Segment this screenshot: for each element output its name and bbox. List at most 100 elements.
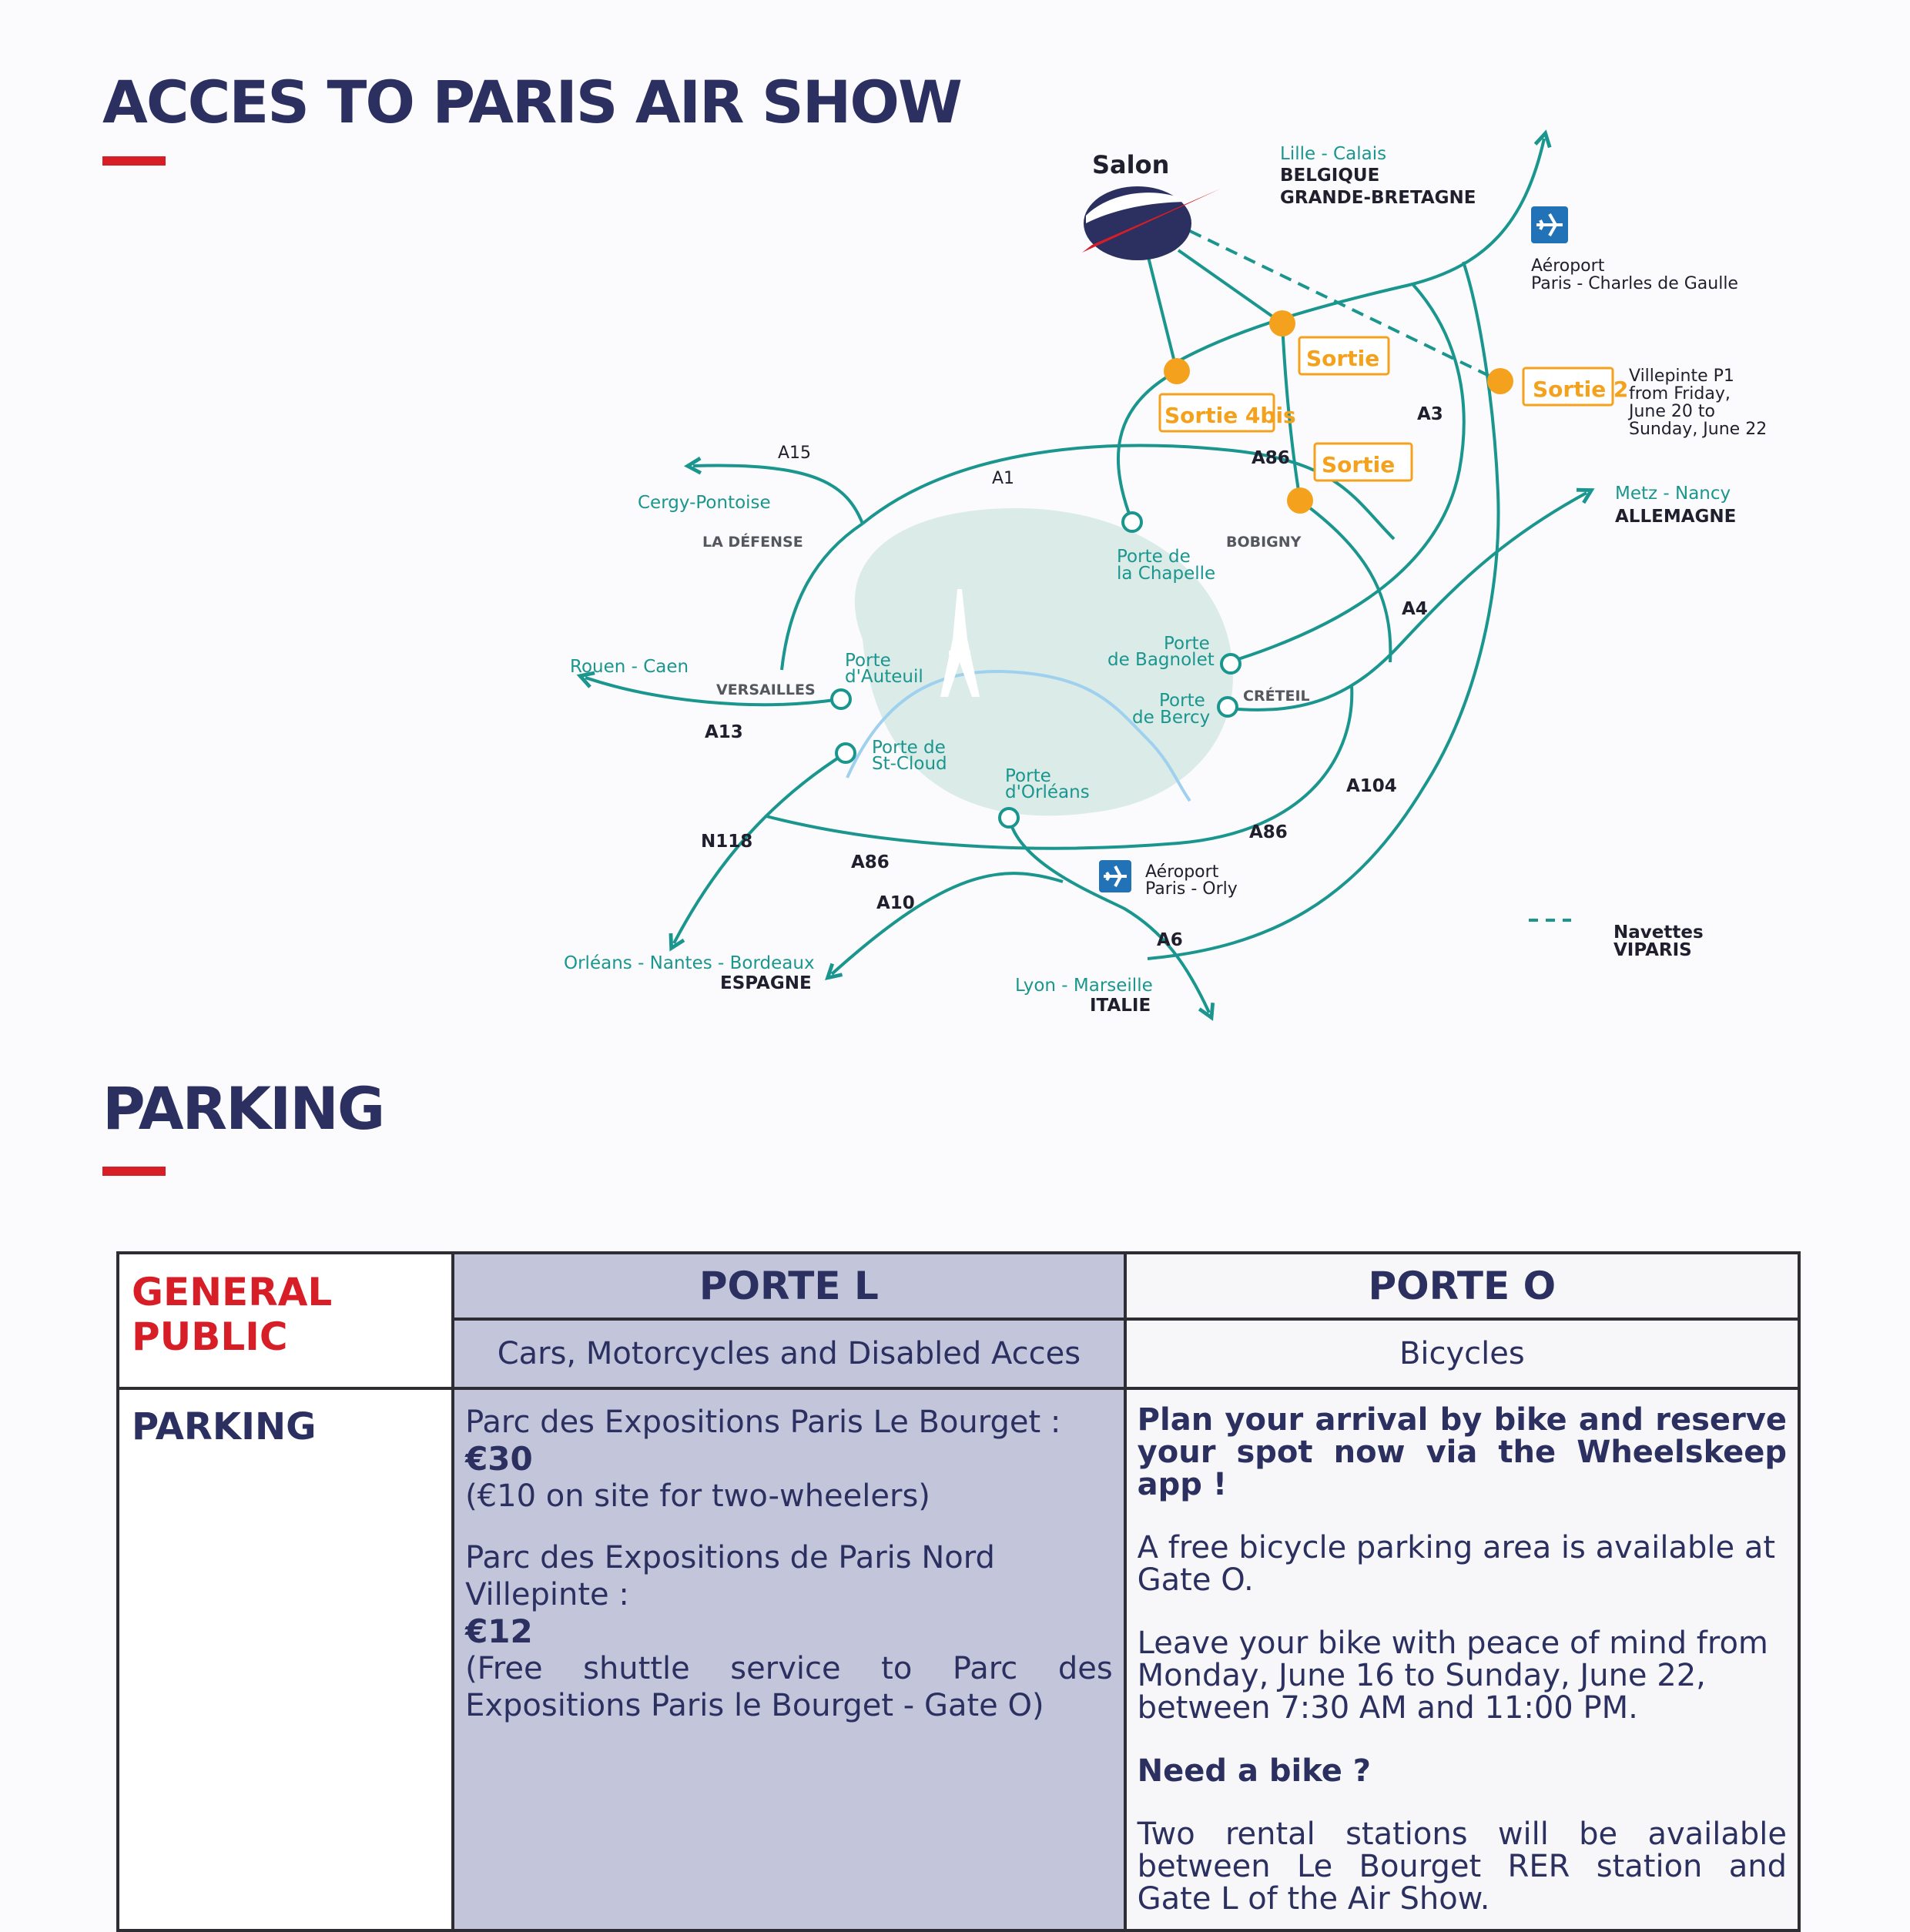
road-versailles (780, 522, 864, 671)
label-chapelle-2: la Chapelle (1117, 564, 1215, 584)
parking-table: GENERAL PUBLIC PORTE L PORTE O Cars, Mot… (116, 1251, 1801, 1932)
sortie-4bis-dot (1164, 358, 1190, 384)
road-a86-south (766, 685, 1354, 850)
label-auteuil-1: Porte (845, 651, 891, 671)
label-villepinte-2: from Friday, (1629, 384, 1731, 403)
bike-leave-text: Leave your bike with peace of mind from … (1137, 1626, 1768, 1726)
label-villepinte-3: June 20 to (1627, 402, 1715, 421)
label-belgique: BELGIQUE (1280, 166, 1379, 186)
label-bagnolet-2: de Bagnolet (1107, 650, 1215, 670)
road-a3 (1228, 283, 1466, 664)
general-public-label: GENERAL PUBLIC (116, 1251, 455, 1390)
bike-free-text: A free bicycle parking area is available… (1137, 1530, 1776, 1598)
villepinte-note: (Free shuttle service to Parc des Exposi… (465, 1651, 1113, 1723)
salon-logo (1082, 186, 1221, 260)
sortie-a86-label: Sortie (1322, 452, 1395, 477)
road-a6 (1007, 815, 1215, 1021)
porte-chapelle-marker (1121, 511, 1143, 533)
label-lyon-marseille: Lyon - Marseille (1015, 976, 1153, 996)
bike-plan-text: Plan your arrival by bike and reserve yo… (1137, 1402, 1787, 1502)
bourget-price: €30 (465, 1440, 533, 1478)
label-grande-bretagne: GRANDE-BRETAGNE (1280, 188, 1476, 208)
road-a86-east (1298, 499, 1392, 663)
sortie-a86-dot (1287, 487, 1313, 514)
label-versailles: VERSAILLES (716, 681, 816, 698)
airport-cdg-icon (1531, 206, 1568, 243)
eiffel-tower-icon (940, 589, 980, 697)
road-a15 (683, 457, 864, 524)
label-navettes-1: Navettes (1613, 922, 1704, 943)
label-a10: A10 (876, 893, 915, 913)
label-a86-bottom-right: A86 (1249, 822, 1288, 842)
label-a1: A1 (992, 469, 1014, 488)
label-stcloud-1: Porte de (872, 738, 946, 758)
label-lille-calais: Lille - Calais (1280, 144, 1386, 164)
title-underline (102, 156, 166, 166)
sortie-4bis-label: Sortie 4bis (1164, 403, 1296, 428)
porte-l-subheading: Cars, Motorcycles and Disabled Acces (451, 1318, 1127, 1390)
porte-o-details: Plan your arrival by bike and reserve yo… (1123, 1387, 1801, 1932)
porte-orleans-marker (998, 807, 1020, 829)
label-a13: A13 (705, 722, 743, 742)
villepinte-text: Parc des Expositions de Paris Nord Ville… (465, 1540, 995, 1612)
salon-label: Salon (1092, 150, 1169, 179)
porte-stcloud-marker (835, 742, 856, 764)
villepinte-price: €12 (465, 1612, 533, 1650)
label-creteil: CRÉTEIL (1243, 687, 1310, 705)
navettes-route (1189, 229, 1501, 383)
paris-area (854, 508, 1233, 816)
label-orly-1: Aéroport (1145, 862, 1219, 882)
access-map: Sortie Sortie 4bis Sortie Sortie 2 Salon… (564, 129, 1767, 1021)
label-a4: A4 (1402, 599, 1428, 619)
label-orleans-nantes: Orléans - Nantes - Bordeaux (564, 953, 815, 973)
bike-need-heading: Need a bike ? (1137, 1753, 1372, 1789)
road-n118 (668, 752, 847, 952)
label-metz-nancy: Metz - Nancy (1615, 484, 1731, 504)
road-a10 (825, 872, 1064, 981)
bike-rental-text: Two rental stations will be available be… (1137, 1816, 1787, 1917)
road-sortie-link (1281, 323, 1302, 501)
road-chapelle (1116, 370, 1178, 523)
label-a86-bottom-left: A86 (851, 852, 890, 872)
label-bercy-2: de Bercy (1132, 708, 1210, 728)
label-villepinte-4: Sunday, June 22 (1629, 420, 1767, 439)
label-a86-top: A86 (1252, 448, 1290, 468)
road-salon-a (1146, 253, 1178, 372)
porte-bercy-marker (1217, 696, 1238, 718)
label-bagnolet-1: Porte (1164, 634, 1210, 654)
porte-o-heading: PORTE O (1123, 1251, 1801, 1321)
bourget-note: (€10 on site for two-wheelers) (465, 1478, 930, 1514)
porte-l-heading: PORTE L (451, 1251, 1127, 1321)
sortie-top-dot (1269, 310, 1295, 337)
road-a1-north (1176, 129, 1552, 363)
porte-o-subheading: Bicycles (1123, 1318, 1801, 1390)
label-a3: A3 (1417, 404, 1443, 424)
label-chapelle-1: Porte de (1117, 547, 1191, 567)
label-a104: A104 (1346, 776, 1397, 796)
airport-orly-icon (1099, 860, 1131, 892)
porte-bagnolet-marker (1220, 653, 1242, 675)
sortie-top-label: Sortie (1306, 346, 1379, 371)
parking-row-label: PARKING (116, 1387, 455, 1932)
label-espagne: ESPAGNE (720, 973, 812, 993)
label-auteuil-2: d'Auteuil (845, 667, 923, 687)
label-italie: ITALIE (1090, 996, 1151, 1016)
label-bercy-1: Porte (1159, 691, 1205, 711)
porte-auteuil-marker (830, 688, 852, 710)
label-n118: N118 (701, 832, 752, 852)
page-title-access: ACCES TO PARIS AIR SHOW (102, 68, 963, 136)
label-bobigny: BOBIGNY (1226, 534, 1302, 551)
label-stcloud-2: St-Cloud (872, 754, 947, 774)
label-la-defense: LA DÉFENSE (702, 533, 803, 551)
label-rouen-caen: Rouen - Caen (570, 657, 689, 677)
road-a1 (861, 444, 1396, 541)
title-underline-parking (102, 1167, 166, 1176)
label-orleans-2: d'Orléans (1005, 782, 1090, 802)
seine-river (846, 669, 1191, 802)
road-salon-b (1177, 249, 1284, 325)
label-orleans-1: Porte (1005, 766, 1051, 786)
road-a4 (1228, 487, 1595, 712)
bourget-text: Parc des Expositions Paris Le Bourget : (465, 1405, 1061, 1440)
label-orly-2: Paris - Orly (1145, 879, 1238, 899)
label-allemagne: ALLEMAGNE (1615, 507, 1736, 527)
